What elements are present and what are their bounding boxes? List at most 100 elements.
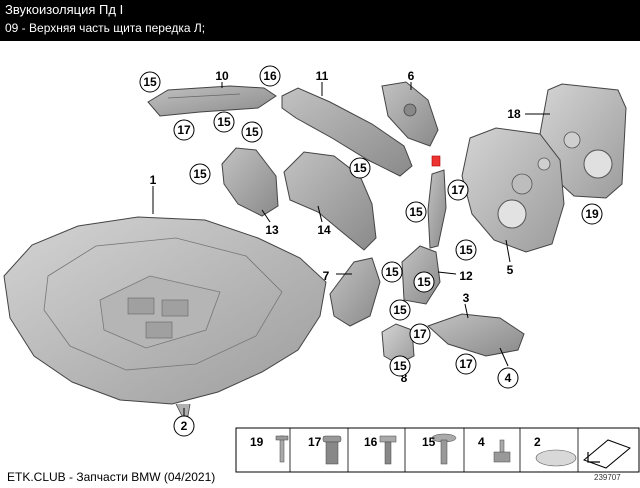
callout-15[interactable]: 15 xyxy=(389,355,411,377)
callout-label: 12 xyxy=(459,269,473,283)
page-title: Звукоизоляция Пд I xyxy=(5,2,124,17)
callout-15[interactable]: 15 xyxy=(189,163,211,185)
legend-number-4: 4 xyxy=(478,435,485,449)
callout-label: 4 xyxy=(505,371,512,385)
part-6-bracket[interactable] xyxy=(381,81,439,147)
callout-label: 19 xyxy=(585,207,599,221)
callout-15[interactable]: 15 xyxy=(139,71,161,93)
callout-circle xyxy=(173,119,195,141)
callout-12[interactable]: 12 xyxy=(459,269,473,283)
part-5-dash-insulation[interactable] xyxy=(461,127,565,253)
part-18-bulkhead-panel[interactable] xyxy=(539,83,627,199)
callout-label: 8 xyxy=(401,371,408,385)
part-7-bracket[interactable] xyxy=(329,257,381,327)
callout-circle xyxy=(139,71,161,93)
callout-label: 17 xyxy=(451,183,465,197)
callout-2[interactable]: 2 xyxy=(173,415,195,437)
callout-4[interactable]: 4 xyxy=(497,367,519,389)
header-bar: Звукоизоляция Пд I 09 - Верхняя часть щи… xyxy=(0,0,640,41)
callout-label: 1 xyxy=(150,173,157,187)
callout-label: 2 xyxy=(181,419,188,433)
callout-circle xyxy=(173,415,195,437)
callout-6[interactable]: 6 xyxy=(408,69,415,83)
callout-label: 15 xyxy=(385,265,399,279)
callout-17[interactable]: 17 xyxy=(409,323,431,345)
figure-number: 239707 xyxy=(594,473,621,482)
part-11-insulation-beam[interactable] xyxy=(281,87,413,177)
part-8-insulation-block[interactable] xyxy=(381,323,415,365)
legend-number-19: 19 xyxy=(250,435,264,449)
callout-circle xyxy=(349,157,371,179)
flat-rivet-icon xyxy=(431,433,457,465)
callout-label: 11 xyxy=(316,69,329,83)
callout-circle xyxy=(405,201,427,223)
callout-7[interactable]: 7 xyxy=(323,269,330,283)
callout-17[interactable]: 17 xyxy=(455,353,477,375)
part-1-underbody-shield[interactable] xyxy=(3,216,327,417)
callout-14[interactable]: 14 xyxy=(317,223,331,237)
clip-pin-icon xyxy=(275,435,289,463)
part-10-insulation-strip[interactable] xyxy=(147,85,277,117)
callout-5[interactable]: 5 xyxy=(507,263,514,277)
callout-8[interactable]: 8 xyxy=(401,371,408,385)
callout-label: 3 xyxy=(463,291,470,305)
callout-circle xyxy=(581,203,603,225)
callout-15[interactable]: 15 xyxy=(381,261,403,283)
callout-label: 15 xyxy=(417,275,431,289)
callout-13[interactable]: 13 xyxy=(265,223,279,237)
callout-circle xyxy=(189,163,211,185)
callout-17[interactable]: 17 xyxy=(173,119,195,141)
callout-15[interactable]: 15 xyxy=(413,271,435,293)
callout-19[interactable]: 19 xyxy=(581,203,603,225)
callout-15[interactable]: 15 xyxy=(389,299,411,321)
callout-3[interactable]: 3 xyxy=(463,291,470,305)
callout-15[interactable]: 15 xyxy=(405,201,427,223)
callout-circle xyxy=(497,367,519,389)
callout-16[interactable]: 16 xyxy=(259,65,281,87)
callout-label: 15 xyxy=(193,167,207,181)
callout-15[interactable]: 15 xyxy=(349,157,371,179)
callout-label: 17 xyxy=(177,123,191,137)
callout-circle xyxy=(409,323,431,345)
callout-17[interactable]: 17 xyxy=(447,179,469,201)
callout-18[interactable]: 18 xyxy=(507,107,521,121)
callout-10[interactable]: 10 xyxy=(215,69,229,83)
cap-icon xyxy=(535,449,577,467)
parts-diagram: 1245781011121314151515151515151515151516… xyxy=(3,65,640,473)
callout-label: 6 xyxy=(408,69,415,83)
callout-circle xyxy=(455,353,477,375)
part-9-marker[interactable] xyxy=(431,155,441,167)
part-14-insulation-panel[interactable] xyxy=(283,151,377,251)
callout-label: 15 xyxy=(393,359,407,373)
callout-label: 18 xyxy=(507,107,521,121)
expanding-rivet-icon xyxy=(322,435,342,465)
callout-label: 15 xyxy=(459,243,473,257)
page-turn-icon[interactable] xyxy=(583,439,631,469)
hex-nut-icon xyxy=(493,439,511,463)
callout-15[interactable]: 15 xyxy=(241,121,263,143)
callout-circle xyxy=(241,121,263,143)
part-strip-insulation[interactable] xyxy=(427,169,447,249)
callout-label: 16 xyxy=(263,69,277,83)
hex-screw-icon xyxy=(379,435,397,465)
callout-label: 5 xyxy=(507,263,514,277)
legend-number-15: 15 xyxy=(422,435,436,449)
callout-label: 17 xyxy=(459,357,473,371)
footer-source: ETK.CLUB - Запчасти BMW (04/2021) xyxy=(7,470,216,484)
callout-11[interactable]: 11 xyxy=(316,69,329,83)
part-13-insulation-block[interactable] xyxy=(221,147,279,217)
page-subtitle: 09 - Верхняя часть щита передка Л; xyxy=(5,21,206,35)
callout-label: 17 xyxy=(413,327,427,341)
legend-number-2: 2 xyxy=(534,435,541,449)
legend-number-17: 17 xyxy=(308,435,322,449)
part-3-insulation-mat[interactable] xyxy=(427,313,525,357)
callout-label: 10 xyxy=(215,69,229,83)
callout-circle xyxy=(447,179,469,201)
callout-1[interactable]: 1 xyxy=(150,173,157,187)
callout-label: 13 xyxy=(265,223,279,237)
callout-label: 15 xyxy=(353,161,367,175)
callout-15[interactable]: 15 xyxy=(213,111,235,133)
callout-15[interactable]: 15 xyxy=(455,239,477,261)
